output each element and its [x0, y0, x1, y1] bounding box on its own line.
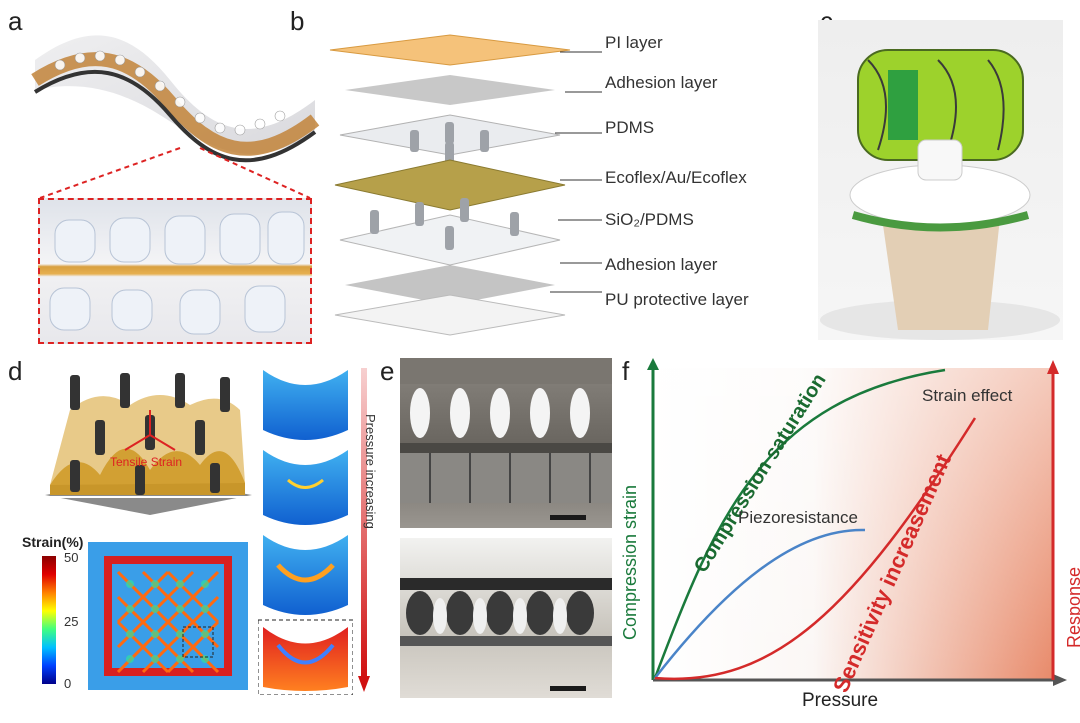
panel-a-illustration	[30, 20, 320, 190]
piezoresistance-curve	[654, 528, 866, 679]
layer-label-pi: PI layer	[605, 33, 663, 52]
colorbar-tick-25: 25	[64, 614, 79, 629]
ylabel-response: Response	[1064, 566, 1080, 648]
panel-a-label: a	[8, 6, 23, 36]
panel-a-zoom-inset	[38, 198, 312, 344]
pu-layer-shape	[334, 294, 566, 336]
panel-b-exploded-diagram	[320, 30, 580, 340]
colorbar-tick-50: 50	[64, 550, 79, 565]
layer-label-adhesion-1: Adhesion layer	[605, 73, 718, 92]
compression-saturation-curve	[653, 368, 946, 679]
y-axis-left-arrow	[647, 358, 659, 370]
strain-colorbar	[42, 556, 56, 684]
panel-b-leader-lines	[530, 30, 610, 310]
tensile-strain-text: Tensile Strain	[110, 455, 183, 469]
panel-f-schematic-chart	[615, 358, 1075, 718]
strain-heatmap	[88, 542, 248, 690]
layer-label-pu: PU protective layer	[605, 290, 749, 309]
layer-label-ecoflex-au: Ecoflex/Au/Ecoflex	[605, 168, 747, 187]
panel-e-photo-bottom	[400, 538, 612, 698]
flexible-sensor-wave	[31, 35, 320, 163]
pressure-arrow	[358, 368, 370, 694]
pi-layer-shape	[329, 34, 571, 66]
layer-label-pdms: PDMS	[605, 118, 655, 137]
panel-c-knee-photo	[818, 20, 1063, 340]
panel-d-label: d	[8, 356, 23, 386]
deformation-frames	[257, 365, 354, 696]
y-axis-right-arrow	[1047, 360, 1059, 374]
panel-f-label: f	[622, 356, 630, 386]
colorbar-tick-0: 0	[64, 676, 72, 691]
ecoflex-au-layer-shape	[334, 159, 566, 211]
layer-label-sio2-pdms: SiO₂/PDMS	[605, 210, 694, 229]
x-axis-arrow	[1053, 674, 1067, 686]
ylabel-compression-strain: Compression strain	[620, 484, 640, 640]
panel-b-label: b	[290, 6, 305, 36]
panel-a-zoom-lines	[30, 140, 320, 210]
adhesion-layer-2-shape	[345, 265, 555, 305]
xlabel-pressure: Pressure	[802, 690, 879, 711]
label-strain-effect: Strain effect	[922, 386, 1013, 405]
panel-d-3d-model	[40, 365, 255, 525]
strain-colorbar-title: Strain(%)	[22, 534, 84, 550]
label-piezoresistance: Piezoresistance	[738, 508, 859, 527]
strain-effect-curve	[654, 417, 977, 681]
layer-label-adhesion-2: Adhesion layer	[605, 255, 718, 274]
adhesion-layer-shape	[345, 75, 555, 105]
panel-e-label: e	[380, 356, 395, 386]
pressure-increasing-text: Pressure increasing	[363, 414, 378, 529]
panel-e-photo-top	[400, 358, 612, 528]
